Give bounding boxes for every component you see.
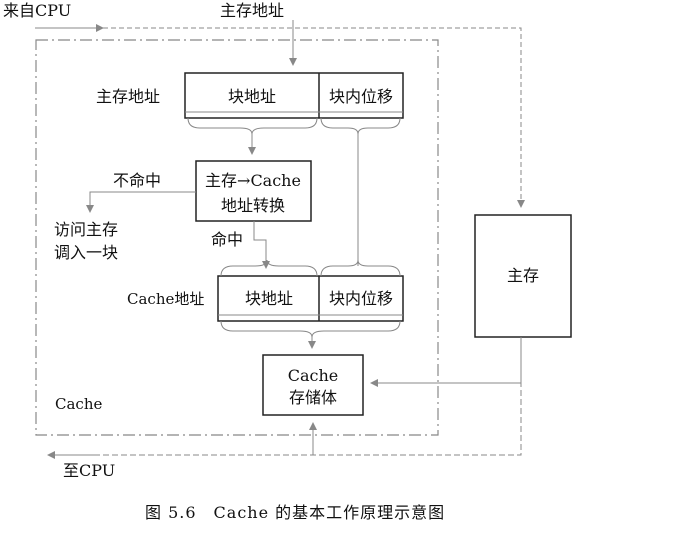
cpu-to-main-memory-line bbox=[103, 27, 525, 208]
main-memory-box bbox=[474, 214, 572, 338]
hit-path bbox=[253, 221, 270, 269]
block-address-main-label: 块地址 bbox=[228, 87, 276, 106]
access-main-line2: 调入一块 bbox=[54, 243, 118, 262]
translation-line2: 地址转换 bbox=[221, 196, 285, 215]
cache-storage-line1: Cache bbox=[288, 366, 339, 385]
cache-block-brace bbox=[220, 259, 318, 277]
block-offset-main-label: 块内位移 bbox=[329, 87, 393, 106]
access-main-line1: 访问主存 bbox=[54, 220, 118, 239]
main-address-left-label: 主存地址 bbox=[96, 87, 160, 106]
from-cpu-label: 来自CPU bbox=[3, 1, 71, 20]
hit-label: 命中 bbox=[211, 230, 243, 249]
block-offset-cache-label: 块内位移 bbox=[329, 289, 393, 308]
cache-offset-brace bbox=[320, 259, 401, 277]
translation-line1: 主存→Cache bbox=[205, 171, 301, 190]
cache-address-label: Cache地址 bbox=[127, 290, 204, 308]
main-memory-label: 主存 bbox=[507, 266, 539, 285]
miss-path bbox=[86, 191, 196, 213]
block-address-brace bbox=[187, 117, 318, 135]
figure-caption: 图 5.6 Cache 的基本工作原理示意图 bbox=[145, 503, 445, 522]
to-cpu-label: 至CPU bbox=[63, 461, 115, 480]
cache-storage-line2: 存储体 bbox=[289, 388, 337, 407]
cache-region-label: Cache bbox=[55, 395, 102, 413]
miss-label: 不命中 bbox=[113, 171, 161, 190]
block-address-cache-label: 块地址 bbox=[245, 289, 293, 308]
cache-boundary bbox=[35, 39, 439, 436]
to-cpu-path bbox=[95, 345, 522, 456]
memory-to-cache-path bbox=[370, 337, 522, 387]
cache-address-register bbox=[217, 275, 404, 322]
main-address-register bbox=[184, 72, 404, 119]
cache-storage-box bbox=[262, 354, 364, 416]
block-offset-brace bbox=[320, 117, 401, 135]
main-address-top-label: 主存地址 bbox=[220, 1, 284, 20]
cache-address-lower-brace bbox=[220, 320, 401, 338]
